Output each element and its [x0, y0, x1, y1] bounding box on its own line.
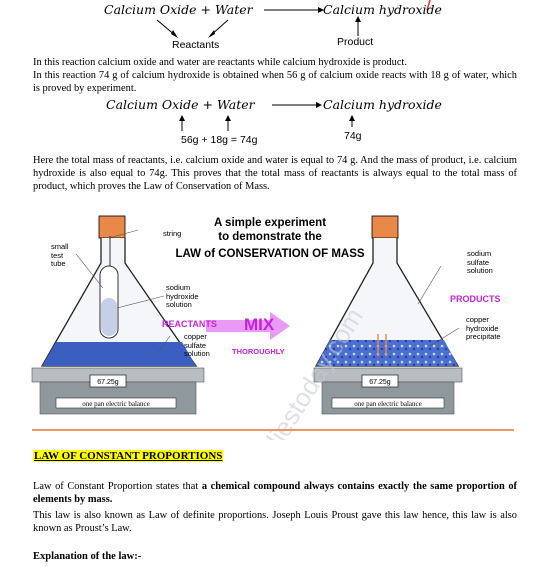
- left-balance-label: one pan electric balance: [82, 400, 149, 408]
- label-string: string: [163, 229, 182, 238]
- left-flask: [40, 215, 198, 367]
- paragraph-1-line-2: In this reaction 74 g of calcium hydroxi…: [33, 70, 517, 95]
- figure-title-line-1: A simple experiment: [213, 217, 327, 229]
- equation-2-mass-reactants: 56g + 18g = 74g: [181, 134, 258, 146]
- equation-2-mass-product: 74g: [344, 130, 362, 142]
- experiment-figure: 67.25g one pan electric balance 67.25g o…: [31, 215, 514, 440]
- label-hydroxide-1: hydroxide: [166, 291, 199, 301]
- paragraph-1: In this reaction calcium oxide and water…: [33, 56, 517, 96]
- label-test: test: [51, 250, 64, 260]
- explanation-heading: Explanation of the law:-: [33, 551, 142, 562]
- equation-1-arrows: [156, 0, 431, 38]
- label-small: small: [51, 242, 69, 251]
- equation-2-arrows: [179, 102, 355, 131]
- label-sulfate-1: sulfate: [184, 340, 207, 350]
- mix-arrow: [206, 312, 290, 340]
- paragraph-3-bold: a chemical compound always contains exac…: [33, 481, 517, 506]
- equation-1-product-text: Calcium hydroxide: [323, 2, 442, 17]
- label-tube: tube: [51, 259, 66, 268]
- label-copper-sulfate: copper sulfate solution: [184, 332, 210, 359]
- paragraph-2: Here the total mass of reactants, i.e. c…: [33, 155, 517, 193]
- label-precipitate: precipitate: [466, 332, 501, 341]
- right-flask: [314, 215, 460, 367]
- equation-2-product: Calcium hydroxide: [323, 97, 442, 112]
- equation-2-reactants: Calcium Oxide + Water: [106, 97, 255, 112]
- paragraph-3-text: Law of Constant Proportion states that: [33, 481, 202, 492]
- paragraph-3: Law of Constant Proportion states that a…: [33, 480, 517, 506]
- label-sodium-2: sodium: [467, 249, 492, 258]
- label-sodium-sulfate: sodium sulfate solution: [467, 249, 493, 276]
- section-heading: LAW OF CONSTANT PROPORTIONS: [33, 450, 224, 462]
- figure-title-line-2: to demonstrate the: [218, 231, 322, 243]
- label-copper-hydroxide: copper hydroxide precipitate: [466, 315, 501, 342]
- reactants-tag: REACTANTS: [162, 319, 217, 329]
- label-copper-1: copper: [184, 332, 207, 341]
- label-sulfate-2: sulfate: [467, 257, 490, 267]
- label-sodium-hydroxide: sodium hydroxide solution: [166, 283, 199, 310]
- right-balance-display: [361, 374, 399, 388]
- paragraph-4: This law is also known as Law of definit…: [33, 510, 517, 535]
- equation-1-product: Calcium hydroxide: [323, 2, 442, 17]
- label-solution-2: solution: [184, 349, 210, 358]
- figure-title: A simple experiment to demonstrate the L…: [160, 217, 380, 260]
- right-balance-label: one pan electric balance: [354, 400, 421, 408]
- product-label: Product: [337, 36, 374, 48]
- mix-label: MIX: [244, 315, 275, 334]
- paragraph-1-line-1: In this reaction calcium oxide and water…: [33, 57, 407, 68]
- figure-title-line-3: LAW of CONSERVATION OF MASS: [175, 248, 365, 260]
- products-tag: PRODUCTS: [450, 294, 501, 304]
- equation-1: Calcium Oxide + Water: [104, 2, 253, 17]
- left-balance-reading: 67.25g: [97, 379, 119, 386]
- right-balance-reading: 67.25g: [369, 379, 391, 386]
- right-balance: 67.25g one pan electric balance: [313, 367, 463, 415]
- thoroughly-label: THOROUGHLY: [232, 347, 285, 356]
- label-copper-2: copper: [466, 315, 489, 324]
- label-sodium-1: sodium: [166, 283, 191, 292]
- label-small-test-tube: small test tube: [51, 242, 69, 269]
- reactants-label: Reactants: [172, 39, 220, 51]
- left-balance-display: [89, 374, 127, 388]
- label-solution-3: solution: [467, 266, 493, 275]
- left-balance: 67.25g one pan electric balance: [31, 367, 205, 415]
- label-hydroxide-2: hydroxide: [466, 323, 499, 333]
- label-solution-1: solution: [166, 300, 192, 309]
- equation-1-reactants: Calcium Oxide + Water: [104, 2, 253, 17]
